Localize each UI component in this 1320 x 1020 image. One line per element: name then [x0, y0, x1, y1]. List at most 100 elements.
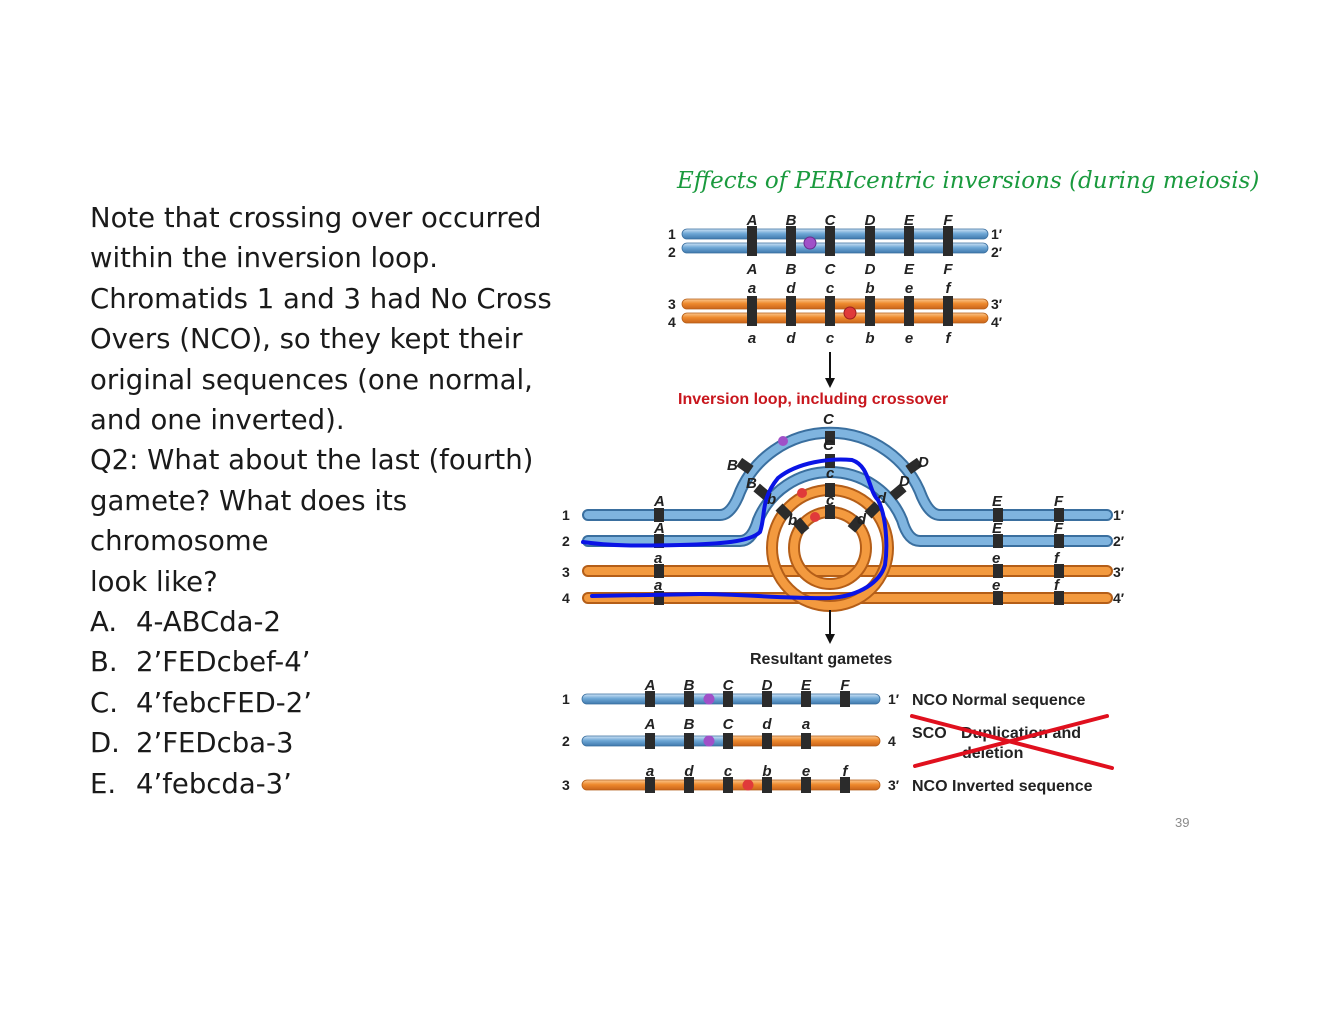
- loop-chromatid-2-edge: [582, 466, 1113, 547]
- chromosome-band: [825, 296, 835, 312]
- loop-caption: Inversion loop, including crossover: [678, 391, 948, 408]
- chromosome-band: [786, 296, 796, 312]
- loop-centromere-red: [797, 488, 807, 498]
- gene-label: E: [801, 677, 812, 694]
- option-text: 4’febcda-3’: [136, 767, 292, 800]
- chromosome-band: [825, 483, 835, 497]
- chromosome-band: [786, 310, 796, 326]
- gene-label: d: [786, 280, 796, 297]
- loop-centromere-blue: [778, 436, 788, 446]
- loop-gene: A: [653, 493, 665, 510]
- chromosome-band: [801, 733, 811, 749]
- chromosome-band: [993, 564, 1003, 578]
- chromosome-band: [801, 691, 811, 707]
- loop-label: 4′: [1113, 590, 1125, 606]
- loop-label: 2: [562, 533, 570, 549]
- blue-annotation-stroke: [581, 457, 889, 601]
- chromosome-band: [654, 591, 664, 605]
- question-line: chromosome: [90, 525, 269, 558]
- chromosome-band: [775, 503, 793, 521]
- chromosome-band: [904, 310, 914, 326]
- chromatid-label: 4: [668, 314, 676, 330]
- chromosome-band: [993, 508, 1003, 522]
- option-letter: E.: [90, 767, 117, 800]
- question-text: Note that crossing over occurred within …: [90, 198, 560, 804]
- loop-gene: a: [654, 577, 662, 594]
- chromosome-band: [840, 777, 850, 793]
- loop-gene: b: [788, 512, 797, 529]
- gamete-description: SCO: [912, 725, 947, 742]
- gene-label: c: [724, 763, 733, 780]
- gamete-label: 1′: [888, 691, 900, 707]
- chromosome-band: [889, 483, 907, 501]
- chromatid-label: 4′: [991, 314, 1003, 330]
- chromosome-band: [825, 310, 835, 326]
- chromosome-band: [723, 777, 733, 793]
- chromosome-band: [747, 296, 757, 312]
- gene-label: d: [786, 330, 796, 347]
- answer-options: A.4-ABCda-2 B.2’FEDcbef-4’ C.4’febcFED-2…: [90, 602, 560, 804]
- gene-label: B: [684, 677, 695, 694]
- arrow-head: [825, 634, 835, 644]
- chromosome-band: [993, 591, 1003, 605]
- arrow-head: [825, 378, 835, 388]
- loop-gene: e: [992, 577, 1000, 594]
- gene-label: D: [865, 261, 876, 278]
- loop-chromatid-2: [584, 468, 1111, 545]
- chromosome-band: [684, 691, 694, 707]
- chromosome-band: [840, 691, 850, 707]
- gene-label: d: [762, 716, 772, 733]
- question-line: gamete? What does its: [90, 484, 408, 517]
- chromosome-band: [736, 457, 754, 475]
- option-e[interactable]: E. 4’febcda-3’: [90, 764, 560, 804]
- text-line: original sequences (one normal,: [90, 363, 533, 396]
- option-b[interactable]: B.2’FEDcbef-4’: [90, 642, 560, 682]
- chromosome-band: [645, 733, 655, 749]
- chromosome-band: [943, 240, 953, 256]
- option-c[interactable]: C.4’febcFED-2’: [90, 683, 560, 723]
- gamete-description: NCO Inverted sequence: [912, 778, 1093, 795]
- option-letter: A.: [90, 606, 118, 639]
- text-line: and one inverted).: [90, 404, 345, 437]
- gene-label: A: [746, 212, 758, 229]
- gamete-label: 3: [562, 777, 570, 793]
- gene-label: D: [762, 677, 773, 694]
- chromosome-band: [684, 733, 694, 749]
- chromosome-band: [905, 457, 923, 475]
- loop-label: 1: [562, 507, 570, 523]
- loop-gene: d: [857, 511, 867, 528]
- gene-label: F: [943, 261, 953, 278]
- loop-gene: e: [992, 550, 1000, 567]
- chromosome-band: [825, 505, 835, 519]
- option-d[interactable]: D.2’FEDcba-3: [90, 723, 560, 763]
- chromosome-band: [654, 564, 664, 578]
- centromere-blue: [803, 236, 817, 250]
- chromosome-band: [825, 431, 835, 445]
- chromosome-band: [645, 691, 655, 707]
- chromosome-band: [993, 534, 1003, 548]
- chromosome-band: [865, 240, 875, 256]
- gene-label: A: [644, 716, 656, 733]
- chromosome-band: [943, 296, 953, 312]
- loop-gene: d: [877, 490, 887, 507]
- gene-label: a: [646, 763, 654, 780]
- gametes-caption: Resultant gametes: [750, 651, 892, 668]
- gene-label: b: [865, 280, 874, 297]
- loop-label: 3: [562, 564, 570, 580]
- gamete-centromere: [703, 735, 715, 747]
- gene-label: E: [904, 261, 915, 278]
- loop-label: 3′: [1113, 564, 1125, 580]
- chromosome-band: [865, 296, 875, 312]
- chromatid-label: 1′: [991, 226, 1003, 242]
- chromosome-band: [865, 226, 875, 242]
- gene-label: D: [865, 212, 876, 229]
- loop-gene: E: [992, 493, 1003, 510]
- chromosome-band: [904, 240, 914, 256]
- loop-label: 4: [562, 590, 570, 606]
- option-a[interactable]: A.4-ABCda-2: [90, 602, 560, 642]
- slide-number: 39: [1175, 815, 1190, 830]
- gene-label: C: [723, 716, 735, 733]
- chromosome-band: [684, 777, 694, 793]
